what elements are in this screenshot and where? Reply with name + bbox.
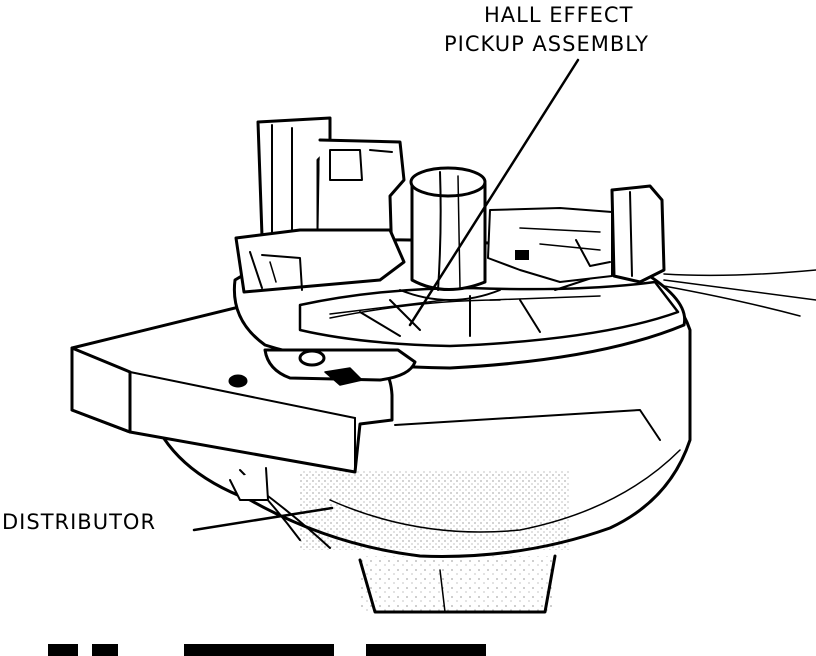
hall-effect-leader (408, 58, 580, 327)
hall-effect-label-line2: PICKUP ASSEMBLY (444, 32, 649, 56)
caption-fragment (184, 644, 334, 656)
caption-fragment (366, 644, 486, 656)
distributor-shaft (358, 554, 557, 614)
caption-fragment (48, 644, 78, 656)
pickup-leads (663, 269, 816, 317)
rotor-shaft (399, 166, 501, 301)
wiring-bracket (487, 184, 666, 284)
distributor-label: DISTRIBUTOR (2, 510, 157, 534)
pickup-mounting-plate (263, 348, 417, 386)
hall-effect-label-line1: HALL EFFECT (484, 3, 634, 27)
distributor-leader (192, 506, 334, 532)
pickup-connector (234, 116, 406, 294)
caption-fragment (92, 644, 118, 656)
